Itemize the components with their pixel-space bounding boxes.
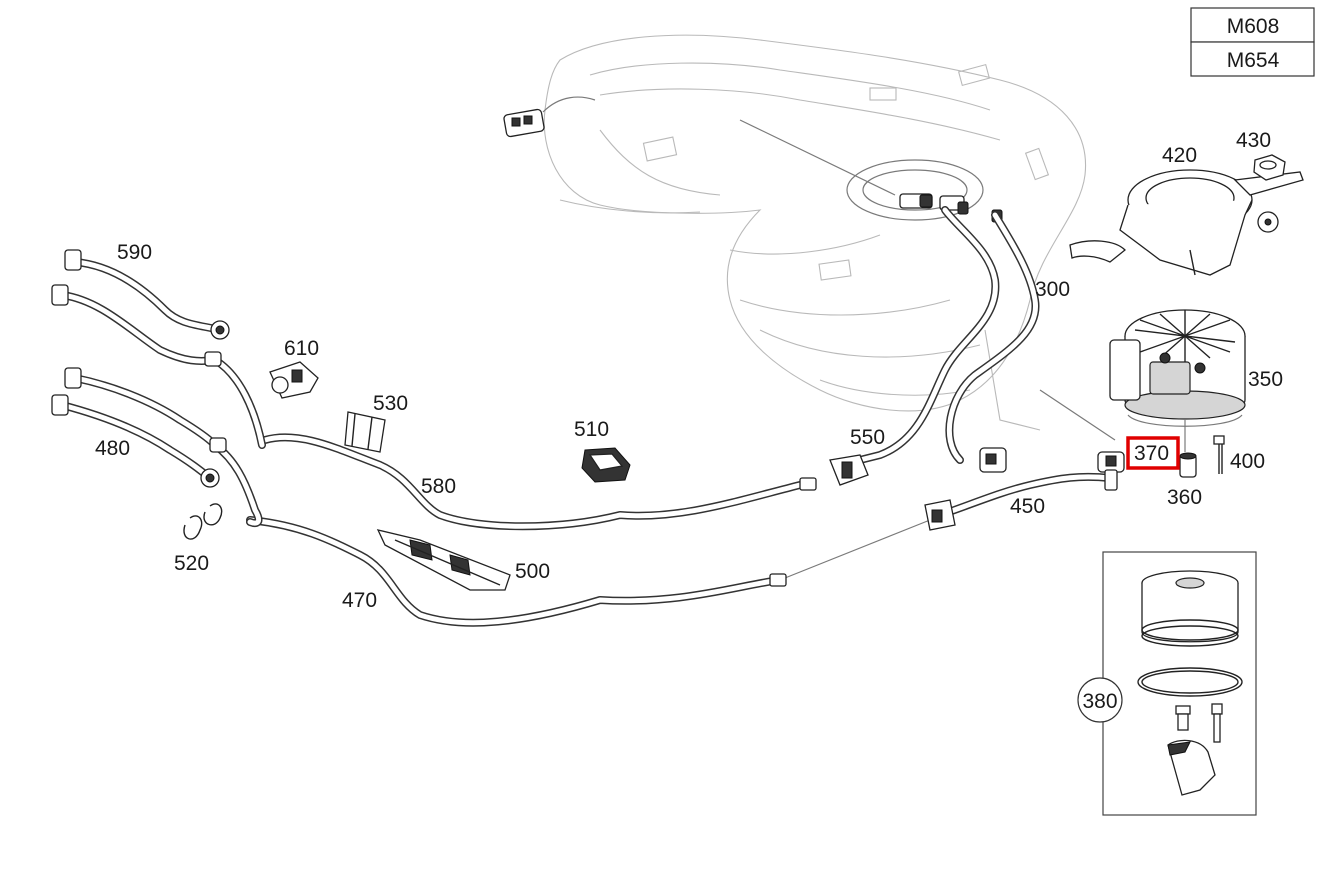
- hose-end-connectors: [51, 249, 817, 587]
- highlight-box-370: [1126, 436, 1180, 470]
- part-520-clips: [183, 503, 223, 540]
- part-430-nut: [1253, 154, 1286, 181]
- leader-lines: [1039, 389, 1186, 452]
- label-370[interactable]: 370: [1134, 442, 1169, 465]
- engine-code-2: M654: [1227, 49, 1280, 72]
- label-430: 430: [1236, 129, 1271, 152]
- fuel-tank-background: [503, 34, 1087, 431]
- label-510: 510: [574, 418, 609, 441]
- part-400-bolt: [1213, 435, 1225, 474]
- label-350: 350: [1248, 368, 1283, 391]
- tank-fitting-300: [979, 447, 1007, 473]
- label-590: 590: [117, 241, 152, 264]
- part-380-kit: [1102, 551, 1257, 816]
- part-530-sleeve: [344, 411, 386, 453]
- hose-470: [246, 516, 931, 627]
- part-450-connector-left: [924, 499, 956, 531]
- callout-380: [1077, 677, 1123, 723]
- part-number-labels: 300 350 360 370 380 400 420 430 450 470 …: [95, 129, 1283, 713]
- part-500-bracket: [376, 529, 511, 591]
- label-500: 500: [515, 560, 550, 583]
- part-510-connector: [581, 447, 631, 483]
- hose-590: [58, 258, 266, 449]
- engine-code-1: M608: [1227, 15, 1280, 38]
- hose-580: [261, 433, 804, 531]
- label-580: 580: [421, 475, 456, 498]
- label-550: 550: [850, 426, 885, 449]
- part-420-bracket: [1069, 169, 1304, 276]
- hose-300: [856, 206, 1040, 464]
- label-480: 480: [95, 437, 130, 460]
- part-360-seal: [1179, 452, 1197, 478]
- part-550-quick-connector: [829, 454, 869, 486]
- label-420: 420: [1162, 144, 1197, 167]
- label-610: 610: [284, 337, 319, 360]
- part-350-fuel-filter: [1109, 309, 1246, 427]
- label-470: 470: [342, 589, 377, 612]
- part-450-connector-right: [1097, 451, 1125, 491]
- label-520: 520: [174, 552, 209, 575]
- label-380: 380: [1082, 690, 1117, 713]
- hose-450: [936, 472, 1114, 519]
- hose-480: [58, 374, 263, 528]
- label-450: 450: [1010, 495, 1045, 518]
- engine-code-box: M608 M654: [1190, 7, 1315, 77]
- part-610-clip: [269, 361, 319, 399]
- label-360: 360: [1167, 486, 1202, 509]
- label-300: 300: [1035, 278, 1070, 301]
- label-530: 530: [373, 392, 408, 415]
- tank-sensor-connector: [503, 96, 596, 138]
- label-400: 400: [1230, 450, 1265, 473]
